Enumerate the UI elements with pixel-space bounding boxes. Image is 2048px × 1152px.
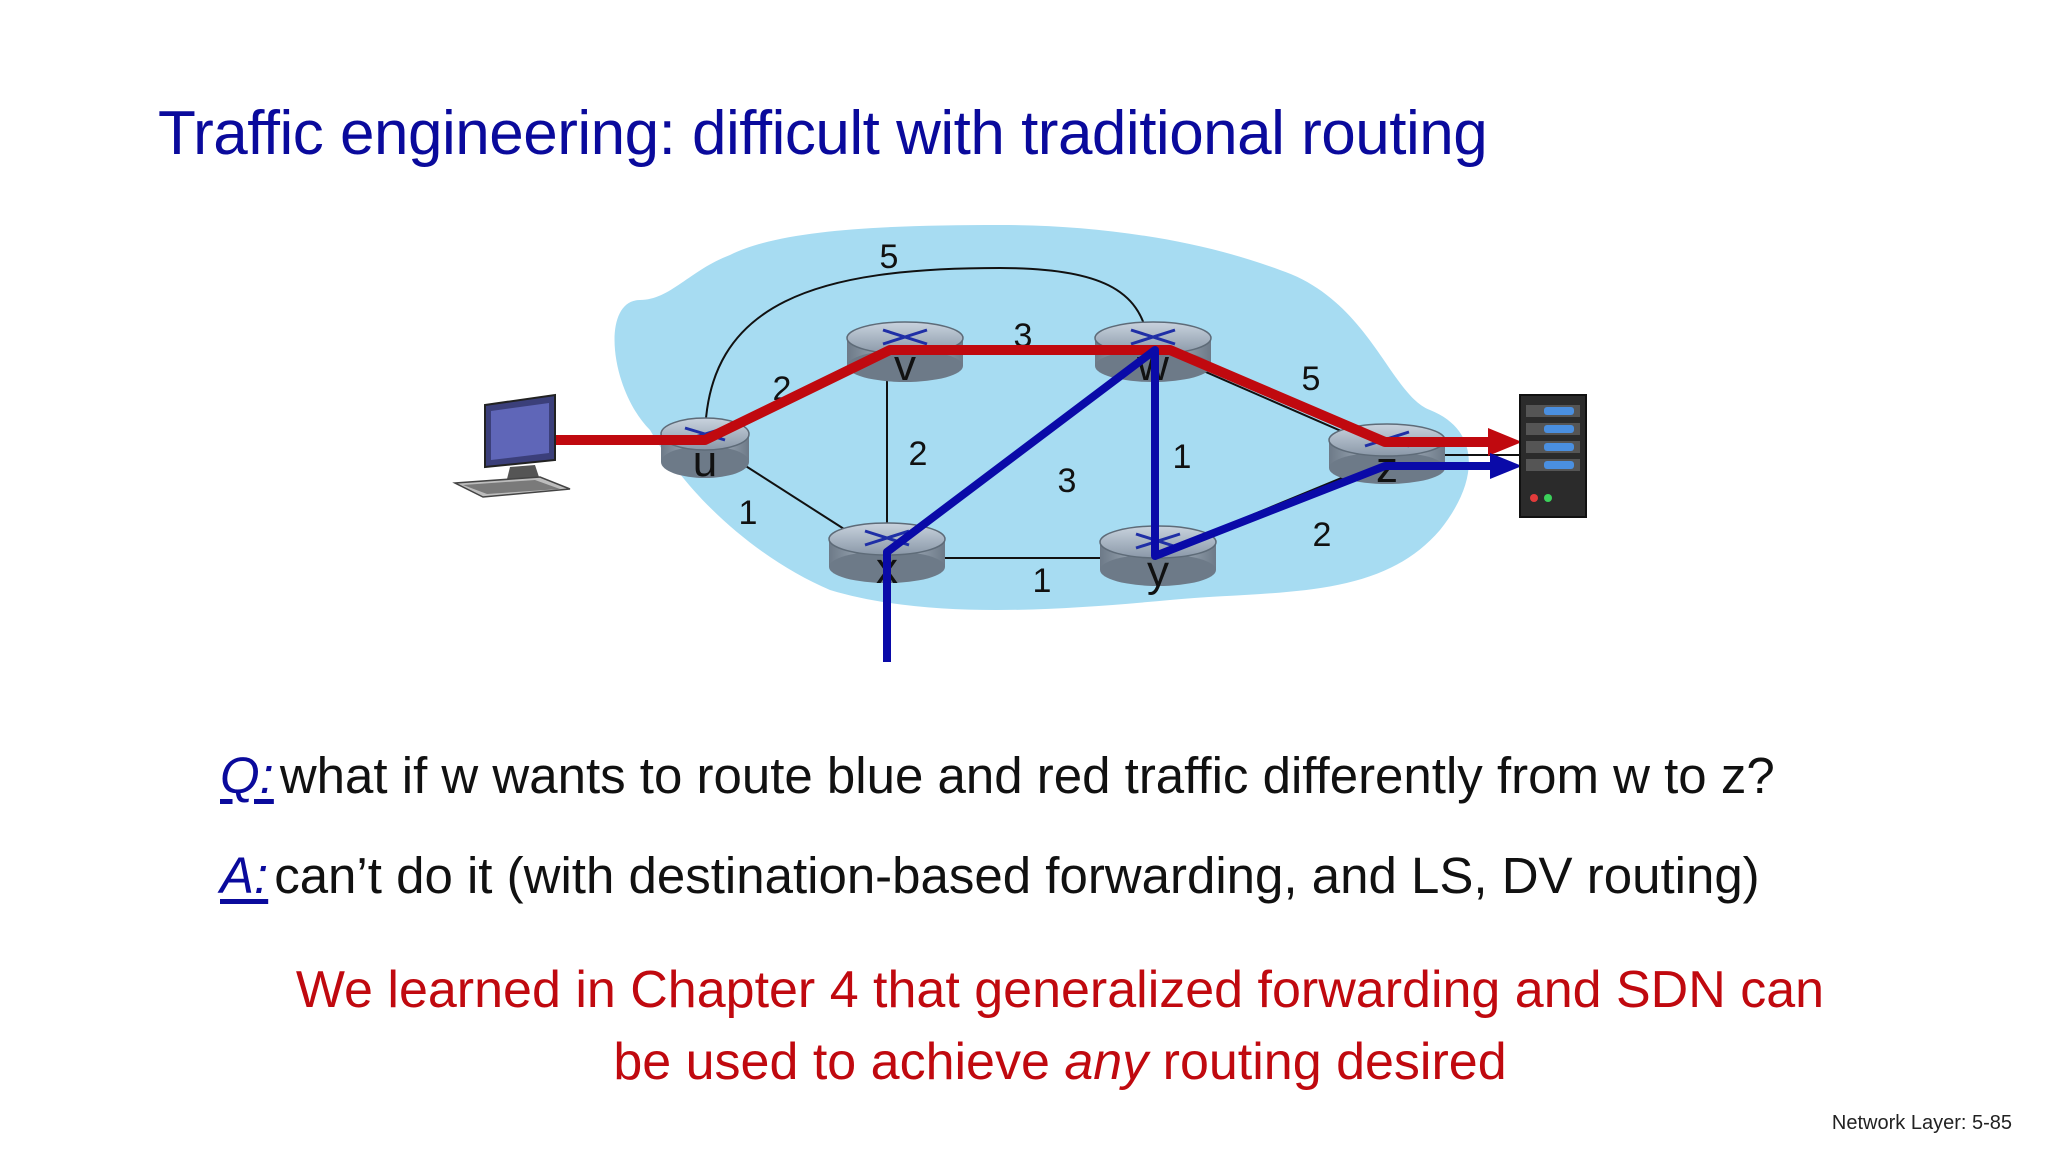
slide-title: Traffic engineering: difficult with trad… [158, 99, 1488, 168]
question-line: Q:what if w wants to route blue and red … [220, 746, 1775, 805]
router-u: u [660, 417, 750, 486]
cost-label-u-x: 1 [739, 494, 758, 532]
sdn-note-line2-start: be used to achieve [613, 1033, 1065, 1091]
blue-traffic-arrowhead [1490, 453, 1522, 479]
red-traffic-path [555, 345, 1490, 447]
question-tag: Q: [220, 747, 274, 804]
cost-label-w-y: 1 [1173, 438, 1192, 476]
red-traffic-arrowhead [1488, 428, 1522, 456]
cost-label-y-z: 2 [1313, 516, 1332, 554]
sdn-note-line2-end: routing desired [1148, 1033, 1507, 1091]
cost-label-w-z: 5 [1302, 360, 1321, 398]
router-icon [882, 328, 928, 346]
cost-label-w-x: 3 [1058, 462, 1077, 500]
router-y: y [1099, 525, 1217, 596]
question-text: what if w wants to route blue and red tr… [279, 747, 1775, 804]
sdn-note-emphasis: any [1064, 1033, 1149, 1091]
network-diagram: 2 1 5 3 2 3 1 5 1 2 u v [452, 225, 1587, 662]
cost-label-x-y: 1 [1033, 562, 1052, 600]
answer-text: can’t do it (with destination-based forw… [274, 847, 1760, 904]
blue-traffic-path [883, 346, 1493, 662]
router-icon [1130, 328, 1176, 346]
link-u-w [704, 266, 1149, 441]
desktop-computer-icon [452, 393, 571, 498]
cost-label-u-w: 5 [880, 238, 899, 276]
cost-label-v-x: 2 [909, 435, 928, 473]
router-label-u: u [693, 437, 717, 486]
slide-footer: Network Layer: 5-85 [1831, 1112, 2012, 1134]
answer-line: A:can’t do it (with destination-based fo… [220, 846, 1760, 905]
router-label-y: y [1147, 547, 1169, 596]
server-icon [1519, 394, 1587, 518]
sdn-note: We learned in Chapter 4 that generalized… [200, 954, 1920, 1098]
sdn-note-line1: We learned in Chapter 4 that generalized… [295, 961, 1825, 1019]
sdn-note-line2: be used to achieve any routing desired [200, 1026, 1920, 1098]
answer-tag: A: [220, 847, 269, 904]
